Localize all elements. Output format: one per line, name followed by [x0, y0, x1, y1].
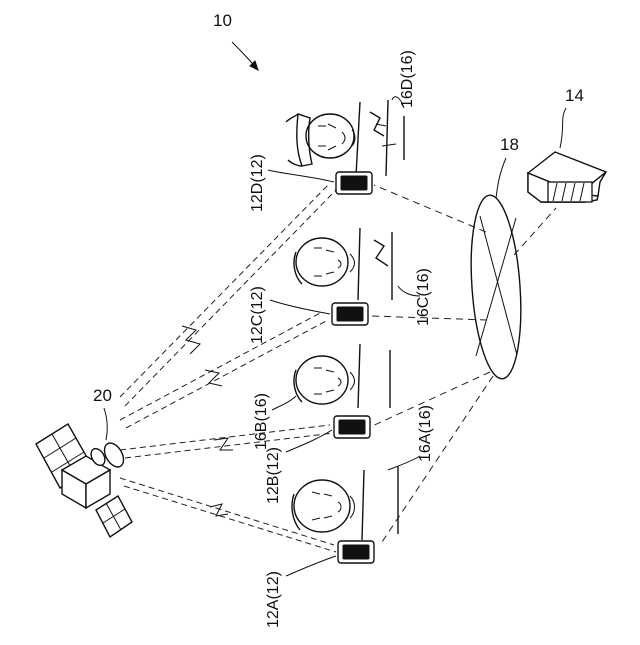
leader-person-b — [272, 396, 296, 410]
leader-terminal-a — [286, 556, 336, 576]
server-drive-bays — [548, 182, 592, 202]
label-system: 10 — [213, 11, 232, 30]
leader-network — [496, 158, 506, 198]
label-terminal-c: 12C(12) — [249, 286, 266, 344]
person-c — [294, 228, 392, 300]
leader-terminal-d — [268, 170, 334, 182]
label-person-b: 16B(16) — [253, 393, 270, 450]
label-person-d: 16D(16) — [399, 50, 416, 108]
person-b — [294, 344, 390, 408]
label-person-c: 16C(16) — [415, 268, 432, 326]
leader-terminal-b — [286, 430, 332, 452]
terminal-a — [338, 541, 374, 563]
network — [466, 194, 527, 381]
terminal-b — [334, 416, 370, 438]
wireless-symbols — [182, 326, 233, 516]
leader-server — [560, 108, 566, 148]
terminal-d — [336, 172, 372, 194]
leader-terminal-c — [270, 300, 330, 314]
label-terminal-d: 12D(12) — [249, 154, 266, 212]
label-terminal-b: 12B(12) — [265, 447, 282, 504]
person-d — [286, 100, 404, 176]
terminal-c — [332, 303, 368, 325]
person-a — [292, 466, 398, 540]
label-person-a: 16A(16) — [417, 405, 434, 462]
satellite — [36, 424, 132, 537]
label-terminal-a: 12A(12) — [265, 571, 282, 628]
label-satellite: 20 — [93, 386, 112, 405]
leader-person-a — [388, 456, 420, 470]
label-server: 14 — [565, 86, 584, 105]
label-network: 18 — [500, 135, 519, 154]
server — [528, 152, 606, 202]
network-links — [368, 185, 556, 545]
leader-satellite — [104, 408, 107, 440]
